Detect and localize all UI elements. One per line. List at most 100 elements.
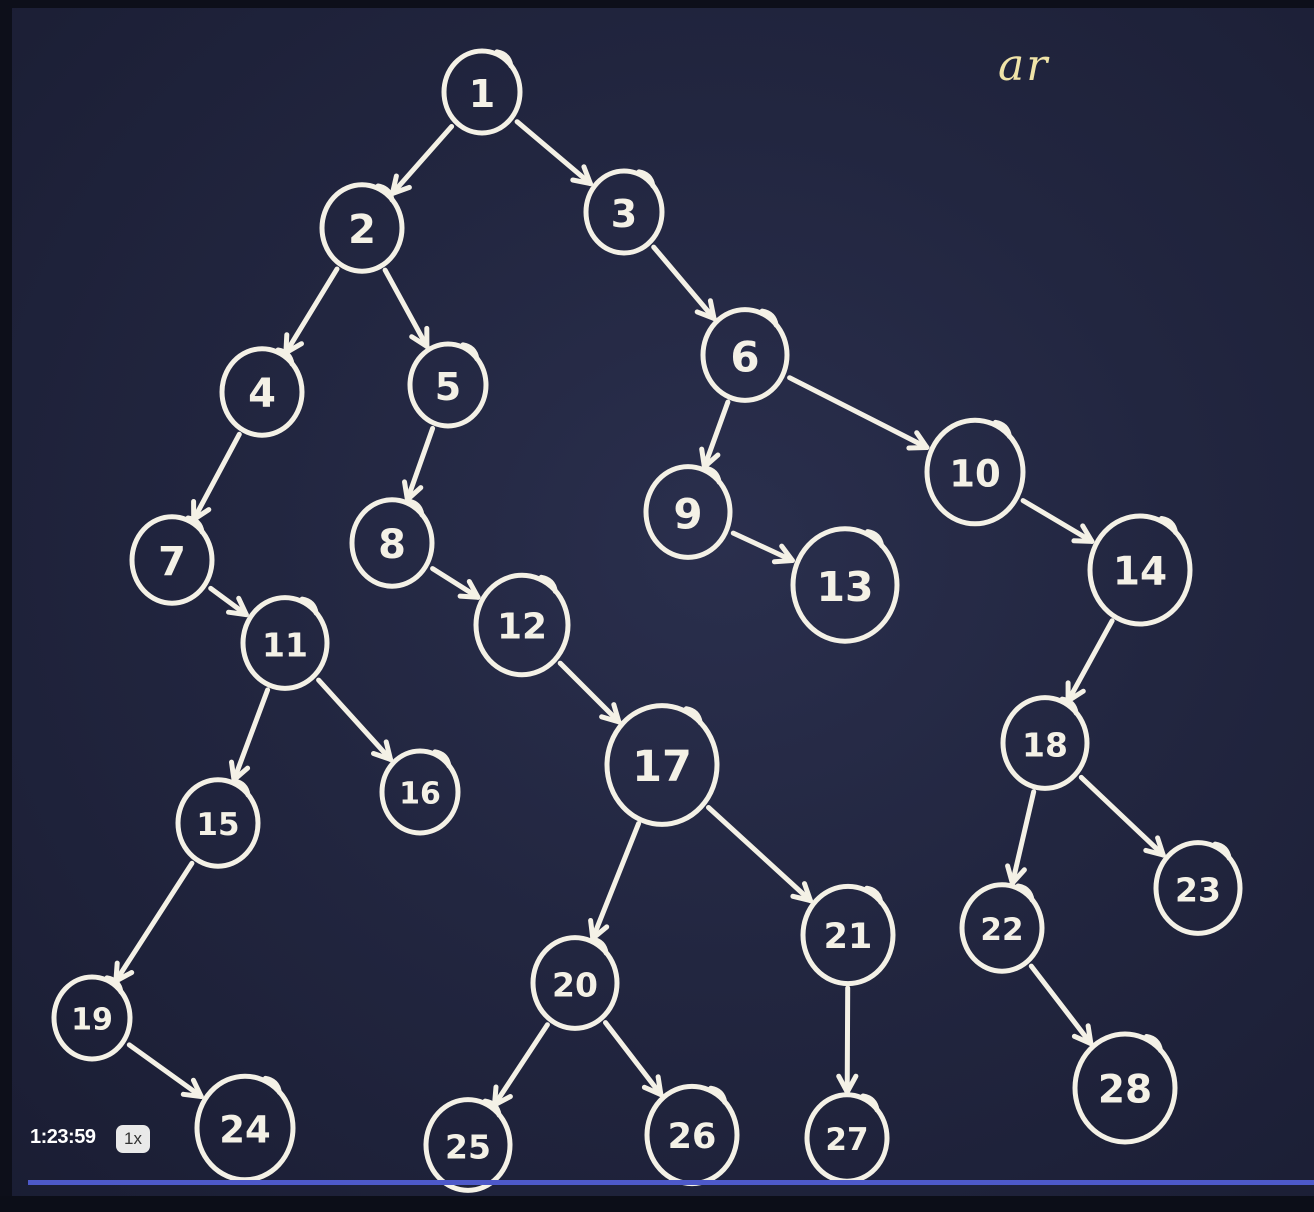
arrowhead-21-27 xyxy=(836,1073,859,1095)
tree-node-3: 3 xyxy=(583,168,665,256)
arrowhead-18-22 xyxy=(1005,863,1027,886)
node-label-22: 22 xyxy=(980,912,1023,948)
node-label-27: 27 xyxy=(825,1122,868,1158)
node-label-8: 8 xyxy=(378,522,406,568)
node-circle-25 xyxy=(423,1097,513,1193)
edge-7-11 xyxy=(208,585,249,618)
node-label-6: 6 xyxy=(730,333,759,382)
tree-node-15: 15 xyxy=(175,777,261,869)
video-progress-bar[interactable] xyxy=(28,1180,1314,1185)
edge-9-13 xyxy=(730,530,795,563)
tree-node-10: 10 xyxy=(924,417,1026,527)
node-stroke-overlap-16 xyxy=(432,749,452,769)
arrowhead-22-28 xyxy=(1071,1023,1094,1047)
node-circle-7 xyxy=(129,514,215,606)
edge-18-23 xyxy=(1078,774,1166,858)
tree-node-12: 12 xyxy=(473,572,571,678)
node-stroke-overlap-23 xyxy=(1212,841,1232,861)
edge-15-19 xyxy=(113,860,195,984)
edge-19-24 xyxy=(126,1042,204,1099)
arrowhead-1-3 xyxy=(570,164,593,187)
node-stroke-overlap-17 xyxy=(683,706,703,726)
tree-node-22: 22 xyxy=(959,882,1045,974)
edge-2-4 xyxy=(283,266,340,356)
node-circle-9 xyxy=(643,464,733,560)
node-circle-20 xyxy=(530,935,620,1031)
node-label-17: 17 xyxy=(632,742,692,792)
tree-node-7: 7 xyxy=(129,514,215,606)
node-label-13: 13 xyxy=(816,563,873,611)
node-circle-11 xyxy=(240,595,330,691)
node-circle-24 xyxy=(194,1073,296,1183)
tree-node-8: 8 xyxy=(349,497,435,589)
edge-6-9 xyxy=(701,399,731,470)
tree-node-25: 25 xyxy=(423,1097,513,1193)
node-stroke-overlap-7 xyxy=(185,515,205,535)
node-label-11: 11 xyxy=(262,626,308,665)
node-stroke-overlap-20 xyxy=(589,936,609,956)
node-stroke-overlap-27 xyxy=(860,1093,880,1113)
node-circle-5 xyxy=(407,341,489,429)
node-label-15: 15 xyxy=(196,807,239,843)
node-circle-19 xyxy=(51,974,133,1062)
node-circle-18 xyxy=(1000,695,1090,791)
node-circle-12 xyxy=(473,572,571,678)
arrowhead-12-17 xyxy=(599,702,622,725)
arrowhead-9-13 xyxy=(771,543,795,565)
edge-10-14 xyxy=(1020,498,1095,544)
node-label-28: 28 xyxy=(1098,1068,1152,1113)
node-stroke-overlap-19 xyxy=(104,975,124,995)
node-label-14: 14 xyxy=(1113,550,1167,595)
edge-17-20 xyxy=(590,821,642,941)
tree-node-9: 9 xyxy=(643,464,733,560)
edge-1-2 xyxy=(389,124,455,196)
tree-node-2: 2 xyxy=(319,182,405,274)
edge-12-17 xyxy=(557,660,622,725)
arrowhead-8-12 xyxy=(457,579,481,600)
tree-node-24: 24 xyxy=(194,1073,296,1183)
node-circle-16 xyxy=(379,748,461,836)
edge-1-3 xyxy=(514,119,593,187)
edge-11-16 xyxy=(316,677,393,762)
corner-annotation: ar xyxy=(998,40,1050,91)
playback-speed-button[interactable]: 1x xyxy=(116,1125,150,1153)
node-circle-23 xyxy=(1153,840,1243,936)
tree-node-19: 19 xyxy=(51,974,133,1062)
node-circle-1 xyxy=(441,48,523,136)
tree-node-21: 21 xyxy=(800,883,896,987)
edge-20-25 xyxy=(492,1022,550,1108)
edge-18-22 xyxy=(1009,789,1037,886)
arrowhead-18-23 xyxy=(1143,835,1166,858)
node-stroke-overlap-11 xyxy=(299,596,319,616)
node-label-9: 9 xyxy=(673,490,702,539)
node-stroke-overlap-22 xyxy=(1015,883,1035,903)
tree-node-26: 26 xyxy=(644,1083,740,1187)
tree-node-28: 28 xyxy=(1072,1031,1178,1145)
node-stroke-overlap-24 xyxy=(262,1075,282,1095)
node-circle-28 xyxy=(1072,1031,1178,1145)
node-stroke-overlap-4 xyxy=(275,347,295,367)
node-label-5: 5 xyxy=(435,365,461,409)
node-stroke-overlap-12 xyxy=(538,574,558,594)
node-stroke-overlap-9 xyxy=(702,465,722,485)
tree-node-18: 18 xyxy=(1000,695,1090,791)
node-stroke-overlap-21 xyxy=(864,885,884,905)
edge-14-18 xyxy=(1065,618,1115,704)
node-label-26: 26 xyxy=(668,1117,717,1157)
tree-node-20: 20 xyxy=(530,935,620,1031)
tree-node-6: 6 xyxy=(700,307,790,403)
node-label-2: 2 xyxy=(348,207,376,253)
tree-node-5: 5 xyxy=(407,341,489,429)
arrowhead-11-16 xyxy=(371,739,393,762)
tree-node-14: 14 xyxy=(1087,513,1193,627)
tree-node-17: 17 xyxy=(604,703,720,827)
node-stroke-overlap-25 xyxy=(482,1098,502,1118)
node-label-16: 16 xyxy=(399,777,441,812)
node-label-12: 12 xyxy=(497,607,547,648)
node-stroke-overlap-14 xyxy=(1159,516,1178,535)
node-circle-17 xyxy=(604,703,720,827)
node-circle-14 xyxy=(1087,513,1193,627)
node-stroke-overlap-8 xyxy=(405,498,425,518)
node-stroke-overlap-3 xyxy=(636,169,656,189)
